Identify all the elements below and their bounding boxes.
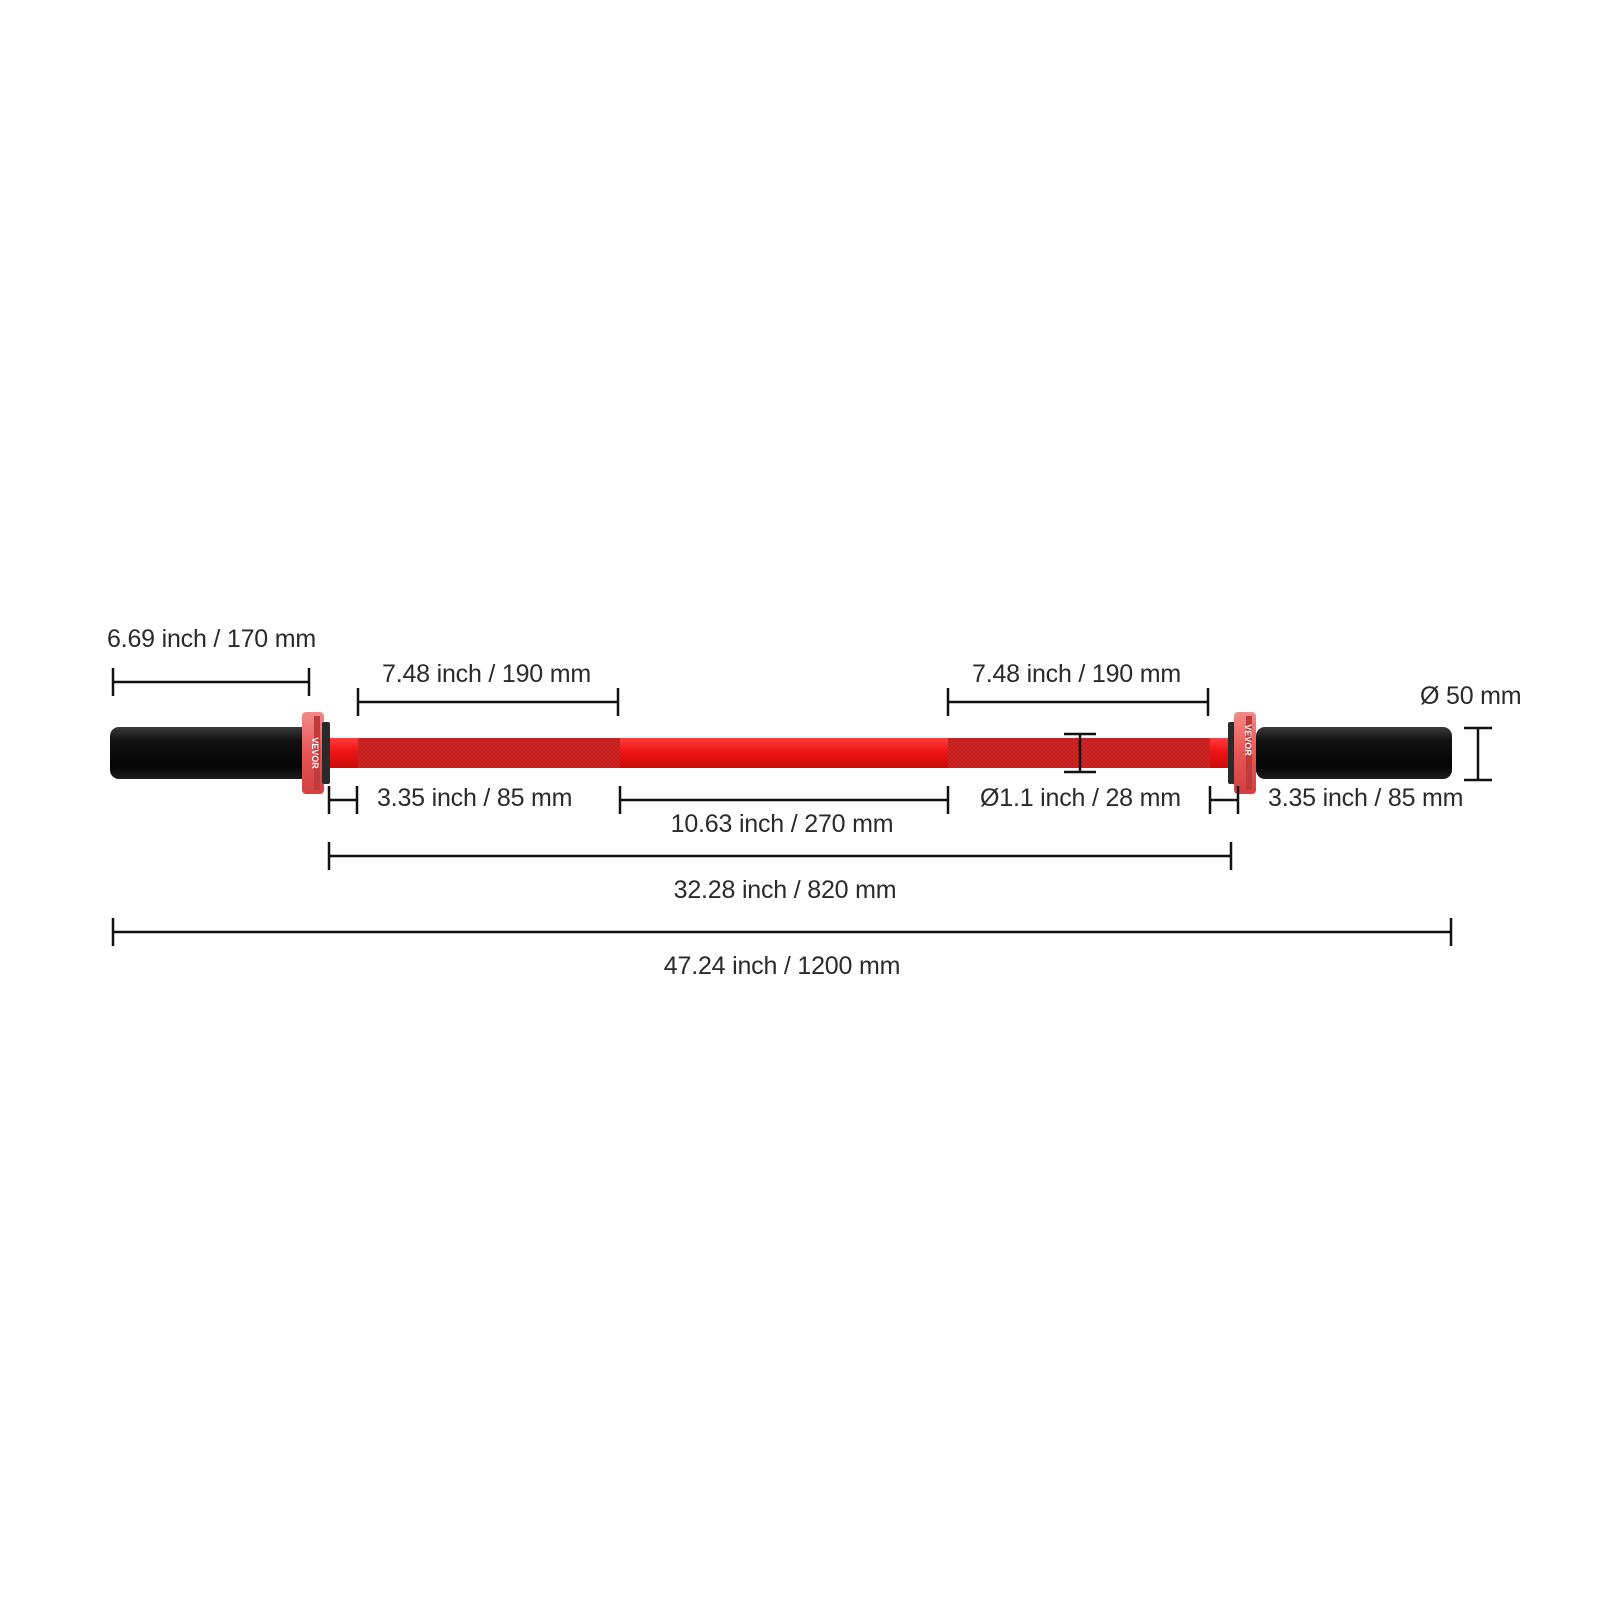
collar-left [302, 712, 330, 794]
label-sleeve-length: 6.69 inch / 170 mm [107, 625, 317, 653]
dimension-lines [111, 668, 1492, 946]
label-shaft-length: 32.28 inch / 820 mm [673, 876, 897, 904]
sleeve-right [1256, 727, 1452, 779]
label-knurl-left: 7.48 inch / 190 mm [382, 660, 592, 688]
dimension-line-sleeve-diameter [1464, 726, 1492, 782]
sleeve-left [110, 727, 310, 779]
dimension-line-center-gap [618, 786, 950, 814]
brand-logo-right: VEVOR [1243, 724, 1253, 756]
label-total-length: 47.24 inch / 1200 mm [663, 952, 901, 980]
collar-right [1228, 712, 1256, 794]
dimension-line-shaft-diameter [1064, 732, 1096, 774]
label-inner-right: 3.35 inch / 85 mm [1268, 784, 1464, 812]
dimension-line-inner-right [1208, 786, 1240, 814]
dimension-line-sleeve-length [111, 668, 311, 696]
barbell: VEVOR VEVOR [110, 712, 1452, 794]
label-center-gap: 10.63 inch / 270 mm [670, 810, 894, 838]
dimension-line-shaft-length [327, 842, 1233, 870]
dimension-line-knurl-left [356, 688, 620, 716]
dimension-line-total-length [111, 918, 1453, 946]
dimension-line-inner-left [327, 786, 359, 814]
label-inner-left: 3.35 inch / 85 mm [377, 784, 573, 812]
dimension-line-knurl-right [946, 688, 1210, 716]
brand-logo-left: VEVOR [310, 737, 320, 769]
label-shaft-diameter: Ø1.1 inch / 28 mm [980, 784, 1181, 812]
label-sleeve-diameter: Ø 50 mm [1420, 682, 1522, 710]
knurling-left [358, 738, 620, 768]
label-knurl-right: 7.48 inch / 190 mm [972, 660, 1182, 688]
